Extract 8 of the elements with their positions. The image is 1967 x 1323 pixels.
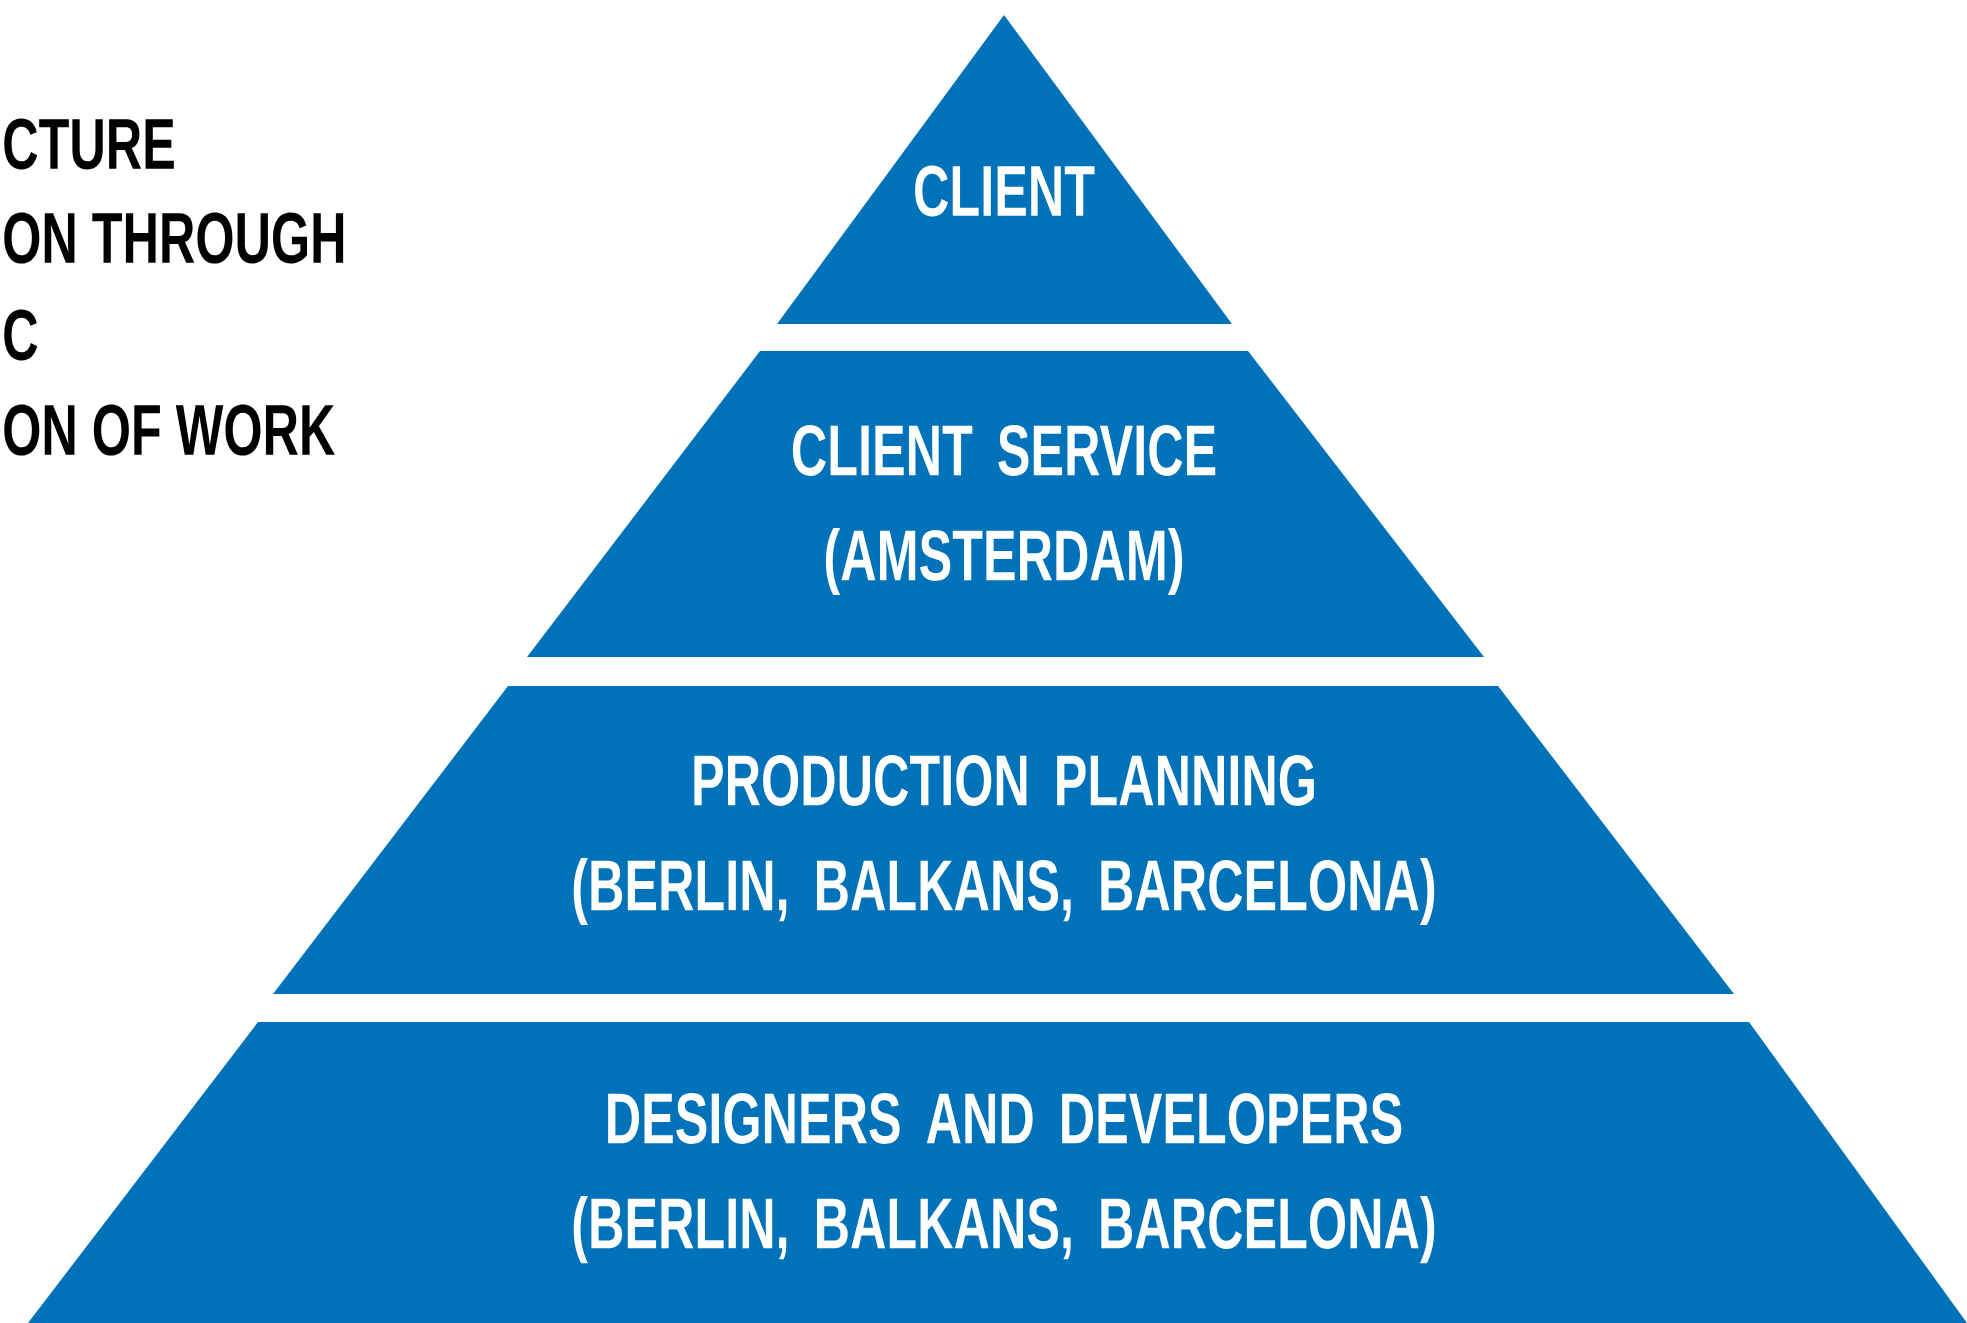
heading-text: CTURE: [4, 118, 174, 170]
pyramid-tier: DESIGNERS AND DEVELOPERS (BERLIN, BALKANS, BARCELONA): [28, 1022, 1967, 1323]
heading-text: C: [4, 309, 38, 361]
pyramid-tier: CLIENT: [777, 15, 1232, 324]
pyramid-tier: PRODUCTION PLANNING (BERLIN, BALKANS, BARCELONA): [273, 686, 1734, 994]
heading-text: ON THROUGH: [4, 212, 344, 264]
heading-text: ON OF WORK: [4, 404, 335, 456]
pyramid-tier: CLIENT SERVICE (AMSTERDAM): [527, 351, 1484, 657]
